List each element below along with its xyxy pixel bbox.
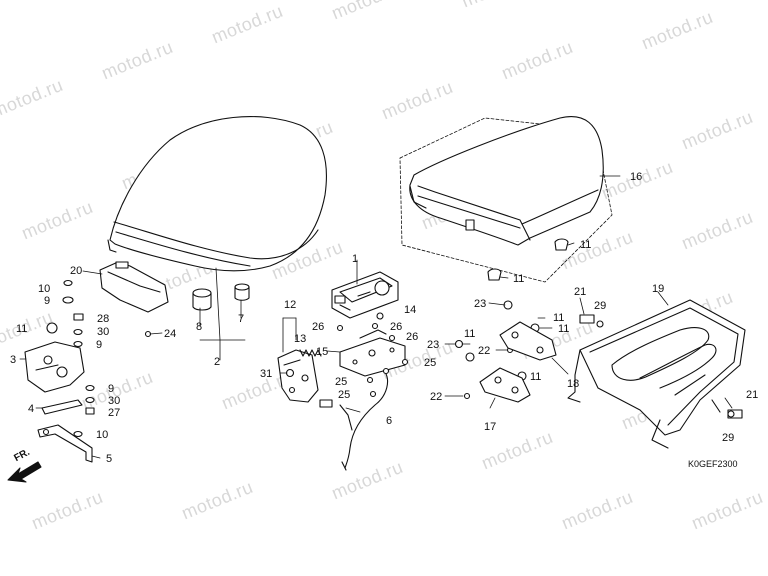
label-part-10a: 10 — [38, 283, 50, 295]
lock-bracket-part-12 — [277, 349, 319, 403]
cushion-part-8 — [192, 288, 212, 311]
seat-lock-cable-part-6 — [319, 367, 390, 471]
cushion-part-7 — [234, 283, 250, 301]
label-part-25b: 25 — [424, 357, 436, 369]
diagram-code: K0GEF2300 — [688, 459, 738, 469]
label-part-31: 31 — [260, 368, 272, 380]
label-part-30b: 30 — [108, 395, 120, 407]
label-part-9a: 9 — [44, 295, 50, 307]
seat-mount-part-3 — [24, 341, 85, 393]
seat-bracket-part-20 — [99, 261, 169, 313]
label-part-18: 18 — [567, 378, 579, 390]
label-part-26c: 26 — [406, 331, 418, 343]
label-part-21a: 21 — [574, 286, 586, 298]
label-part-24: 24 — [164, 328, 176, 340]
label-part-17: 17 — [484, 421, 496, 433]
label-part-7: 7 — [238, 313, 244, 325]
label-part-11e: 11 — [558, 323, 569, 335]
part-number-labels: 1 2 3 4 5 6 7 8 9 9 9 10 10 11 11 11 11 … — [10, 171, 758, 465]
label-part-11b: 11 — [580, 239, 591, 251]
label-part-19: 19 — [652, 283, 664, 295]
label-part-15: 15 — [316, 346, 328, 358]
pillion-seat-part-16 — [399, 116, 613, 283]
label-part-1: 1 — [352, 253, 358, 265]
leader-lines — [19, 175, 733, 459]
label-part-11g: 11 — [530, 371, 541, 383]
label-part-12: 12 — [284, 299, 296, 311]
plate-part-4 — [41, 399, 83, 415]
label-part-25a: 25 — [335, 376, 347, 388]
label-part-13: 13 — [294, 333, 306, 345]
fasteners — [144, 300, 743, 419]
label-part-9c: 9 — [108, 383, 114, 395]
label-part-11a: 11 — [16, 323, 27, 335]
label-part-21b: 21 — [746, 389, 758, 401]
label-part-11f: 11 — [464, 328, 475, 340]
label-part-16: 16 — [630, 171, 642, 183]
label-part-11c: 11 — [513, 273, 524, 285]
label-part-29b: 29 — [722, 432, 734, 444]
label-part-23a: 23 — [474, 298, 486, 310]
label-part-27: 27 — [108, 407, 120, 419]
label-part-8: 8 — [196, 321, 202, 333]
label-part-30a: 30 — [97, 326, 109, 338]
label-part-11d: 11 — [553, 312, 564, 324]
hook-part-5 — [37, 424, 93, 463]
bracket-part-17 — [479, 367, 531, 403]
bracket-part-18 — [499, 321, 557, 361]
rear-carrier-part-19 — [567, 299, 746, 449]
front-direction-arrow — [7, 461, 42, 483]
label-part-23b: 23 — [427, 339, 439, 351]
spring-part-13 — [299, 349, 322, 357]
label-part-25c: 25 — [338, 389, 350, 401]
label-part-22a: 22 — [478, 345, 490, 357]
seat-catch-part-15 — [339, 329, 406, 377]
label-part-9b: 9 — [96, 339, 102, 351]
washers-left-column — [46, 279, 95, 438]
label-part-22b: 22 — [430, 391, 442, 403]
label-part-26b: 26 — [390, 321, 402, 333]
label-part-14: 14 — [404, 304, 416, 316]
label-part-10b: 10 — [96, 429, 108, 441]
main-seat — [107, 116, 327, 272]
label-part-5: 5 — [106, 453, 112, 465]
label-part-2: 2 — [214, 356, 220, 368]
label-part-20: 20 — [70, 265, 82, 277]
label-part-28: 28 — [97, 313, 109, 325]
label-part-29a: 29 — [594, 300, 606, 312]
seat-lock-part-1 — [331, 271, 399, 319]
label-part-4: 4 — [28, 403, 34, 415]
label-part-26a: 26 — [312, 321, 324, 333]
label-part-6: 6 — [386, 415, 392, 427]
label-part-3: 3 — [10, 354, 16, 366]
